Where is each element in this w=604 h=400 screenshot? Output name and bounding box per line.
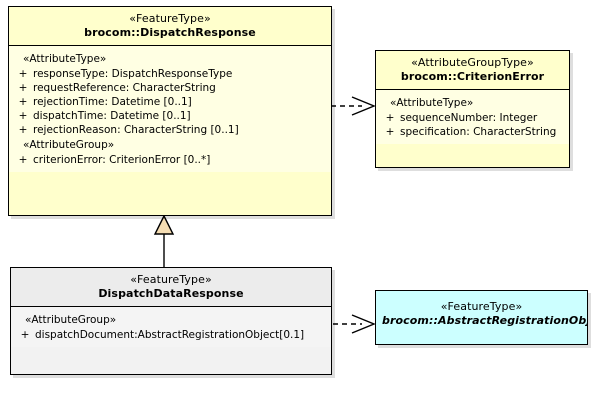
class-header-abstract-registration-object: «FeatureType» brocom::AbstractRegistrati… (376, 291, 588, 334)
class-attributes-dispatch-response: «AttributeType» + responseType: Dispatch… (9, 46, 331, 173)
class-stereotype: «FeatureType» (130, 273, 212, 286)
attribute-text: rejectionTime: Datetime [0..1] (33, 96, 192, 109)
visibility-marker: + (385, 112, 395, 125)
class-name: brocom::AbstractRegistrationObject (382, 314, 588, 328)
attribute-row: + specification: CharacterString (380, 125, 565, 139)
attribute-row: + responseType: DispatchResponseType (13, 67, 327, 81)
attribute-text: rejectionReason: CharacterString [0..1] (33, 124, 239, 137)
class-box-dispatch-response[interactable]: «FeatureType» brocom::DispatchResponse «… (8, 6, 332, 216)
attribute-group-label: «AttributeType» (23, 53, 107, 66)
class-name: brocom::DispatchResponse (84, 26, 256, 40)
visibility-marker: + (18, 124, 28, 137)
attribute-row: + rejectionReason: CharacterString [0..1… (13, 123, 327, 137)
attribute-group-label: «AttributeType» (390, 97, 474, 110)
dependency-dispatchdataresponse-abstractregistrationobject (333, 314, 376, 334)
visibility-marker: + (18, 96, 28, 109)
class-stereotype: «FeatureType» (129, 12, 211, 25)
class-attributes-dispatch-data-response: «AttributeGroup» + dispatchDocument:Abst… (11, 307, 331, 348)
visibility-marker: + (20, 329, 30, 342)
attribute-text: dispatchTime: Datetime [0..1] (33, 110, 191, 123)
attribute-text: specification: CharacterString (400, 126, 557, 139)
attribute-row: + rejectionTime: Datetime [0..1] (13, 95, 327, 109)
attribute-text: requestReference: CharacterString (33, 82, 216, 95)
class-header-dispatch-response: «FeatureType» brocom::DispatchResponse (9, 7, 331, 46)
attribute-row: + sequenceNumber: Integer (380, 111, 565, 125)
class-stereotype: «AttributeGroupType» (411, 56, 534, 69)
attribute-group-label: «AttributeGroup» (23, 139, 115, 152)
dependency-dispatchresponse-criterionerror (331, 96, 376, 116)
attribute-row: + dispatchDocument:AbstractRegistrationO… (15, 328, 327, 342)
compartment-divider (9, 45, 331, 47)
attribute-group-label: «AttributeGroup» (25, 314, 117, 327)
class-box-abstract-registration-object[interactable]: «FeatureType» brocom::AbstractRegistrati… (375, 290, 588, 345)
attribute-text: criterionError: CriterionError [0..*] (33, 154, 211, 167)
class-box-criterion-error[interactable]: «AttributeGroupType» brocom::CriterionEr… (375, 50, 570, 168)
attribute-text: dispatchDocument:AbstractRegistrationObj… (35, 329, 305, 342)
visibility-marker: + (385, 126, 395, 139)
class-header-criterion-error: «AttributeGroupType» brocom::CriterionEr… (376, 51, 569, 90)
class-name: DispatchDataResponse (98, 287, 244, 301)
visibility-marker: + (18, 68, 28, 81)
compartment-divider (376, 89, 569, 91)
generalization-dispatchdataresponse-dispatchresponse (153, 214, 175, 267)
attribute-row: + criterionError: CriterionError [0..*] (13, 153, 327, 167)
attribute-text: sequenceNumber: Integer (400, 112, 538, 125)
compartment-divider (11, 306, 331, 308)
class-box-dispatch-data-response[interactable]: «FeatureType» DispatchDataResponse «Attr… (10, 267, 332, 375)
visibility-marker: + (18, 110, 28, 123)
class-attributes-criterion-error: «AttributeType» + sequenceNumber: Intege… (376, 90, 569, 145)
attribute-row: + dispatchTime: Datetime [0..1] (13, 109, 327, 123)
attribute-text: responseType: DispatchResponseType (33, 68, 233, 81)
class-name: brocom::CriterionError (400, 70, 545, 84)
visibility-marker: + (18, 154, 28, 167)
attribute-row: + requestReference: CharacterString (13, 81, 327, 95)
class-header-dispatch-data-response: «FeatureType» DispatchDataResponse (11, 268, 331, 307)
visibility-marker: + (18, 82, 28, 95)
class-stereotype: «FeatureType» (440, 300, 523, 313)
